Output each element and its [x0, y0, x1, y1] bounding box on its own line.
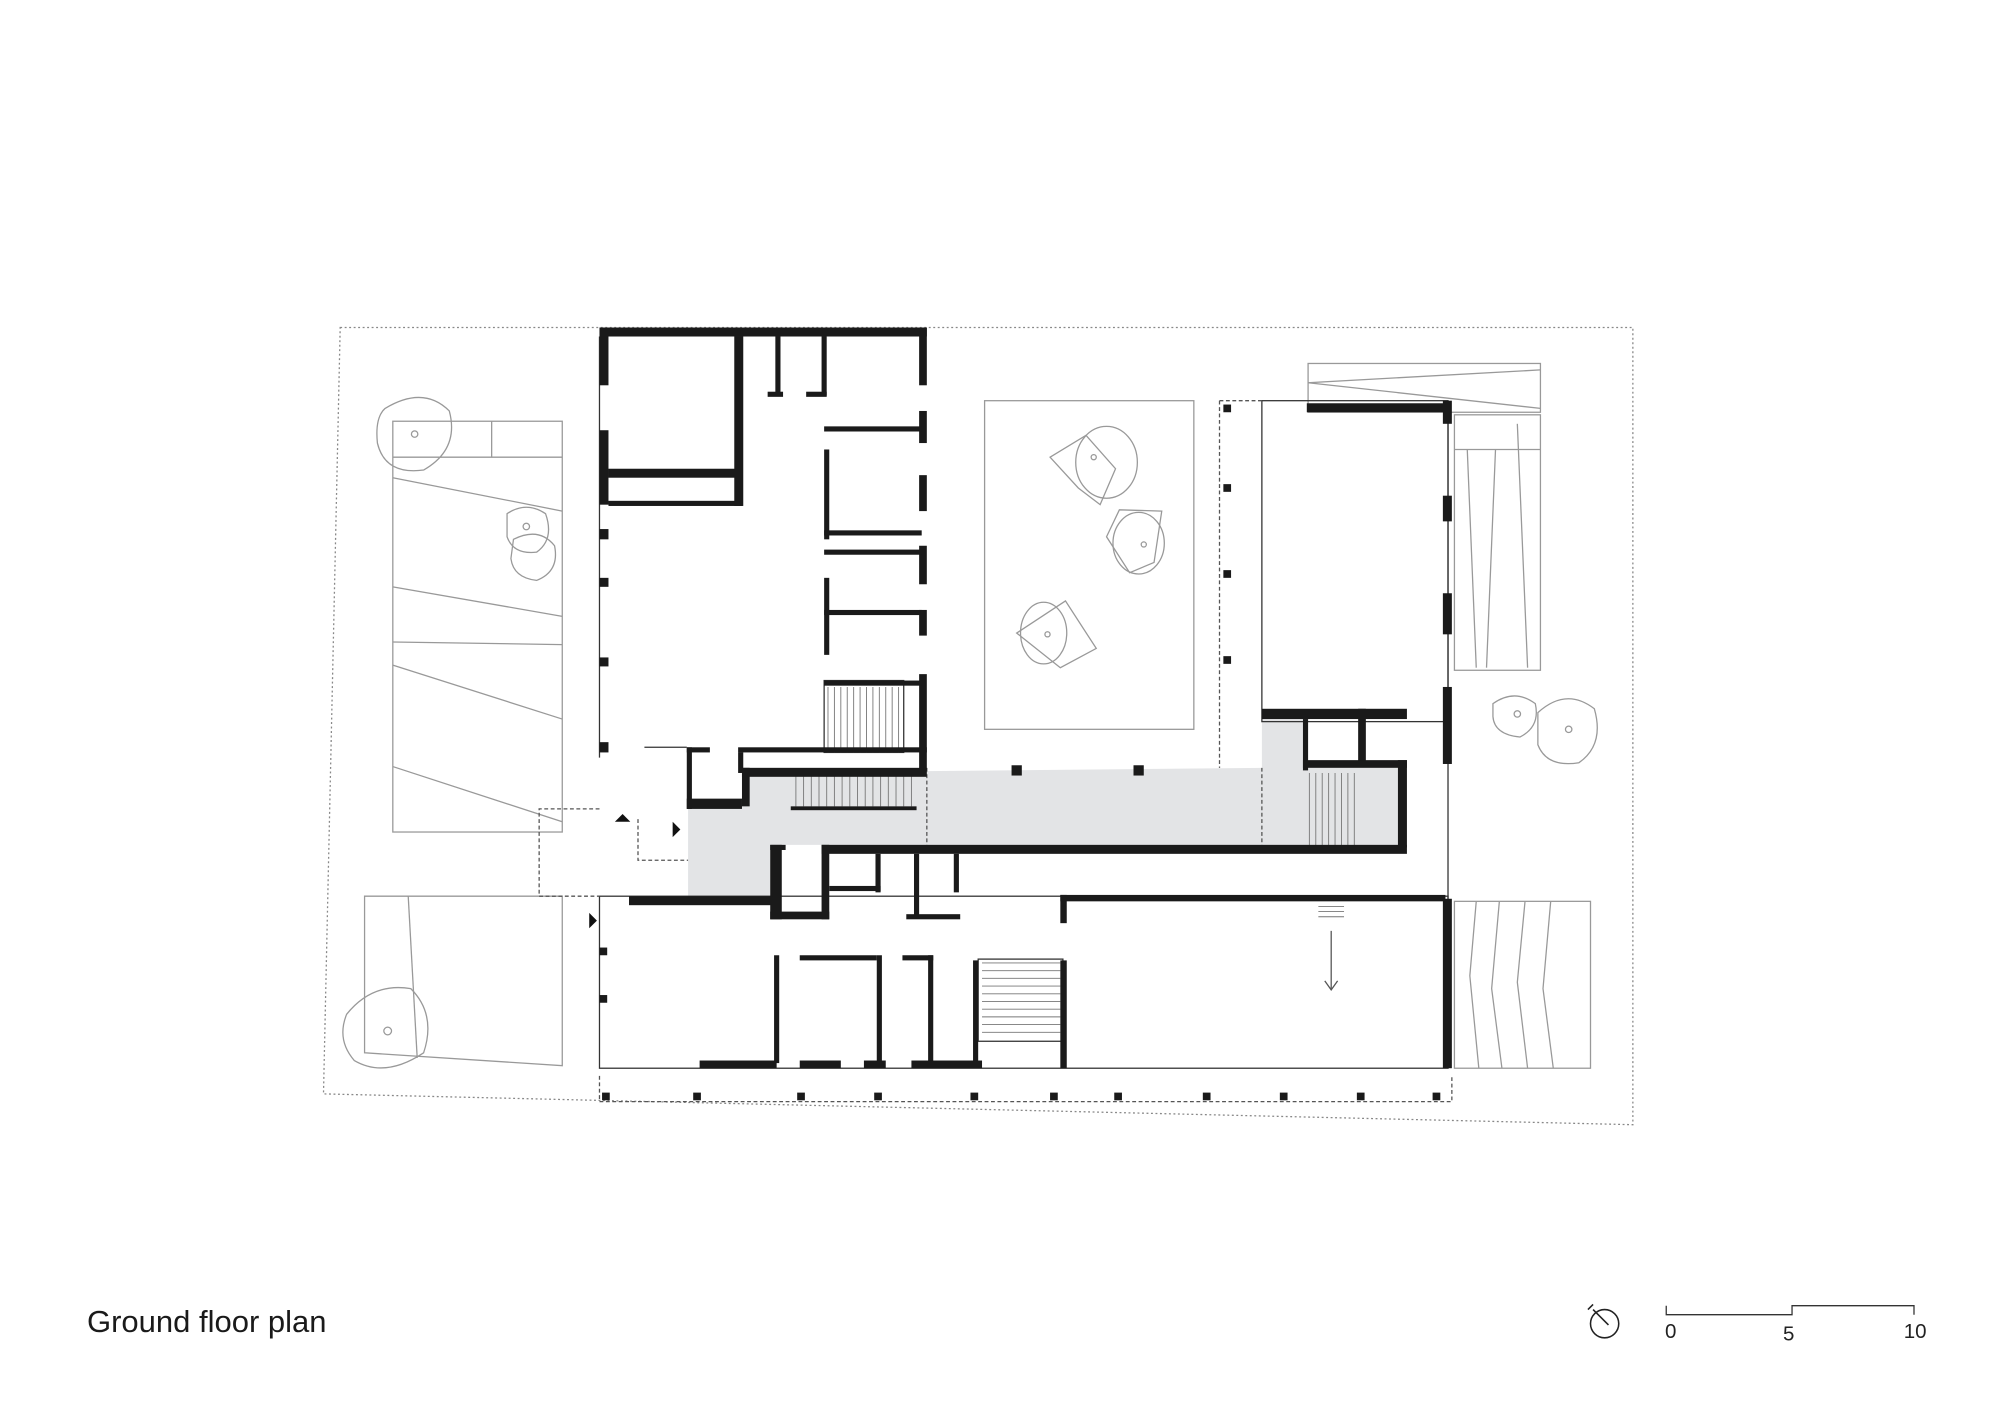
entrance-markers	[589, 814, 681, 929]
stairs	[795, 686, 1355, 1033]
north-arrow-icon	[1587, 1303, 1620, 1339]
courtyard	[983, 400, 1195, 730]
circulation-corridor	[688, 719, 1406, 897]
site-boundary	[322, 326, 1634, 1126]
drawing-title: Ground floor plan	[87, 1304, 327, 1339]
scale-bar	[1665, 1305, 1915, 1316]
trees	[342, 396, 1598, 1069]
parking-left	[363, 420, 563, 1067]
direction-arrow	[1324, 930, 1339, 992]
scale-label-5: 5	[1783, 1322, 1794, 1345]
outlines	[598, 336, 1449, 1069]
scale-label-0: 0	[1665, 1320, 1676, 1343]
terrace-right	[1307, 362, 1592, 1069]
dashed-lines	[538, 400, 1453, 1103]
scale-label-10: 10	[1904, 1320, 1927, 1343]
walls	[599, 327, 1452, 1101]
